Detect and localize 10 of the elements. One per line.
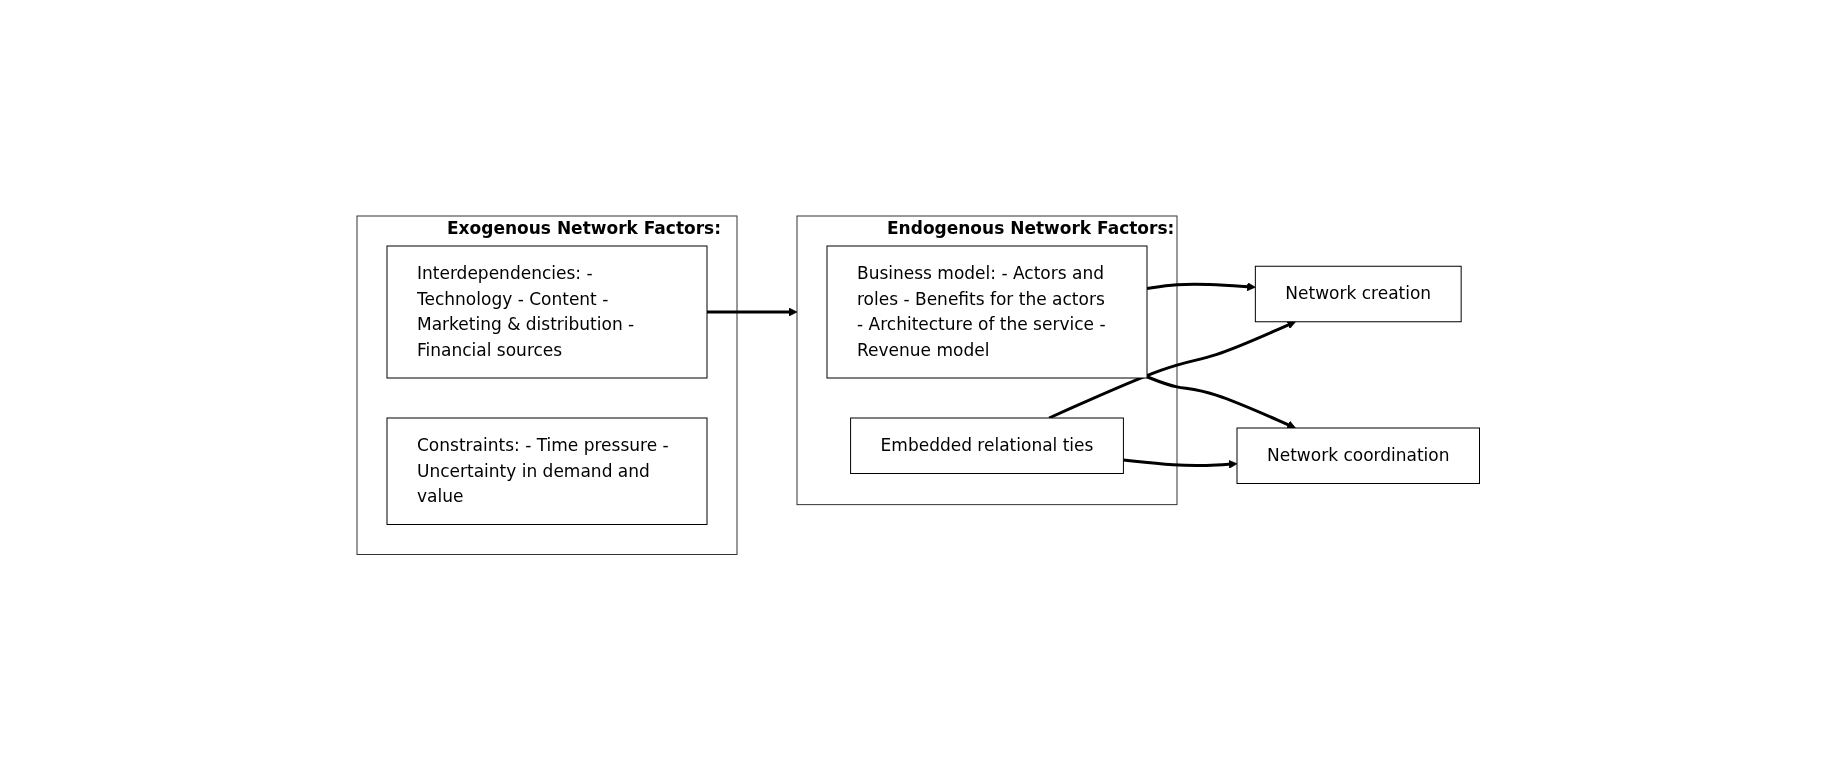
arrow [1123, 458, 1238, 469]
node-box: Business model: - Actors and roles - Benefits for the actors - Architecture of the service - Revenue model [826, 245, 1148, 379]
node-box: Constraints: - Time pressure - Uncertainty in demand and value [386, 417, 708, 525]
node-box: Embedded relational ties [849, 417, 1124, 474]
node-box: Interdependencies: - Technology - Content - Marketing & distribution - Financial sources [386, 245, 708, 379]
node-box: Network creation [1254, 265, 1462, 322]
arrow [1146, 375, 1296, 429]
arrow [1146, 282, 1256, 291]
arrow [706, 307, 798, 317]
node-box: Network coordination [1236, 427, 1480, 484]
